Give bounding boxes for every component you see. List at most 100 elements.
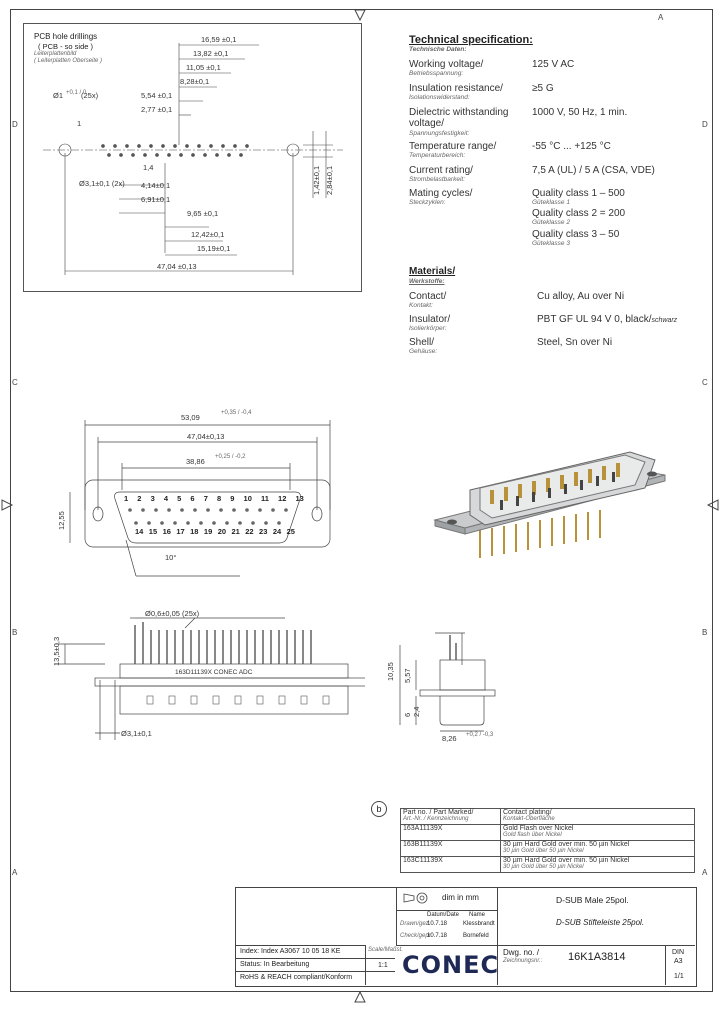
- side-mount-diameter: Ø3,1±0,1: [121, 729, 152, 738]
- pcb-subtitle-de: Leiterplattenbild: [34, 51, 77, 57]
- end-dim-h4: 2,4: [412, 707, 421, 717]
- parts-header-plating-label: Contact plating/: [503, 809, 552, 816]
- spec-mating-class-1: Quality class 1 – 500: [532, 188, 625, 199]
- pin-label: 15: [148, 527, 158, 536]
- material-insulator-label-de: Isolierkörper:: [409, 325, 447, 332]
- part-number-b: 163B11139X: [400, 840, 501, 857]
- frame-letter-right-d: D: [702, 120, 708, 129]
- front-view-drawing: 53,09 +0,35 / -0,4 47,04±0,13 38,86 +0,2…: [57, 410, 331, 577]
- side-marking: 163D11139X CONEC ADC: [175, 669, 253, 676]
- spec-mating-label-de: Steckzyklen:: [409, 199, 446, 206]
- parts-header-plating: Contact plating/Kontakt-Oberfläche: [500, 808, 695, 825]
- frame-letter-left-c: C: [12, 378, 18, 387]
- product-description-de: D-SUB Stifteleiste 25pol.: [556, 918, 645, 927]
- pin-label: 11: [260, 494, 269, 503]
- table-row: 163B11139X 30 µm Hard Gold over min. 50 …: [400, 840, 695, 857]
- tb-check-label: Check/gepr.: [400, 933, 433, 939]
- pcb-dim-13: 47,04 ±0,13: [157, 262, 197, 271]
- pcb-drilling-drawing: 16,59 ±0,1 13,82 ±0,1 11,05 ±0,1 8,28±0,…: [43, 35, 343, 275]
- plating-a-text-de: Gold flash über Nickel: [503, 832, 562, 838]
- spec-mating-class-2-de: Güteklasse 2: [532, 219, 570, 226]
- material-insulator-label: Insulator/: [409, 314, 451, 325]
- spec-mating-class-2: Quality class 2 = 200: [532, 208, 626, 219]
- spec-mating-class-1-de: Güteklasse 1: [532, 199, 570, 206]
- revision-marker: b: [371, 801, 387, 817]
- pin-label: 24: [272, 527, 282, 536]
- end-dim-h2: 5,57: [403, 668, 412, 683]
- pcb-mount-hole: Ø3,1±0,1 (2x): [79, 179, 125, 188]
- pin-label: 6: [190, 494, 195, 503]
- pcb-dim-v1: 1,42±0,1: [312, 166, 321, 195]
- pin-label: 12: [278, 494, 287, 503]
- title-block-divider: [365, 945, 366, 985]
- status-field: Status: In Bearbeitung: [240, 961, 309, 968]
- table-row: 163C11139X 30 µm Hard Gold over min. 50 …: [400, 856, 695, 873]
- spec-insulation-label: Insulation resistance/: [409, 83, 503, 94]
- pcb-subtitle-de-2: ( Leiterplatten Oberseite ): [34, 58, 103, 64]
- projection-symbol-icon: [403, 892, 428, 904]
- material-shell-label-de: Gehäuse:: [409, 348, 438, 355]
- end-dim-width: 8,26: [442, 734, 457, 743]
- pcb-hole-tolerance: +0,1 / 0: [66, 90, 87, 96]
- frame-letter-right-c: C: [702, 378, 708, 387]
- part-number-a: 163A11139X: [400, 824, 501, 841]
- materials-title: Materials/: [409, 266, 456, 277]
- frame-letter-left-d: D: [12, 120, 18, 129]
- material-shell-label: Shell/: [409, 337, 435, 348]
- part-number-c: 163C11139X: [400, 856, 501, 873]
- spec-mating-class-3-de: Güteklasse 3: [532, 240, 570, 247]
- drawing-number-label: Dwg. no. /: [503, 948, 540, 957]
- pin-label: 19: [203, 527, 213, 536]
- pin-label: 10: [243, 494, 252, 503]
- pin-label: 17: [176, 527, 185, 536]
- pin-label: 22: [245, 527, 254, 536]
- side-height: 13,5±0,3: [52, 637, 61, 666]
- pin-label: 9: [230, 494, 235, 503]
- tb-drawn-date: 10.7.18: [427, 921, 448, 927]
- front-dim-shell-width: 38,86: [186, 457, 205, 466]
- pin-label: 23: [259, 527, 268, 536]
- pin-label: 18: [190, 527, 199, 536]
- title-block-divider: [396, 945, 695, 946]
- spec-working-voltage-label: Working voltage/: [409, 59, 484, 70]
- pcb-hole-diameter: Ø1: [53, 91, 63, 100]
- plating-c-text: 30 µm Hard Gold over min. 50 µin Nickel: [503, 857, 630, 864]
- pcb-dim-11: 12,42±0,1: [191, 230, 224, 239]
- pcb-dim-5: 5,54 ±0,1: [141, 91, 172, 100]
- pcb-dim-2: 13,82 ±0,1: [193, 49, 228, 58]
- table-row: Part no. / Part Marked/Art.-Nr. / Kennze…: [400, 808, 695, 825]
- frame-letter-right-a: A: [702, 868, 708, 877]
- material-contact-label: Contact/: [409, 291, 447, 302]
- spec-current-value: 7,5 A (UL) / 5 A (CSA, VDE): [532, 165, 655, 176]
- status-value: In Bearbeitung: [263, 961, 310, 968]
- tb-col-date: Datum/Date: [427, 912, 460, 918]
- scale-value: 1:1: [378, 962, 388, 969]
- front-top-pin-numbers: 1 2 3 4 5 6 7 8 9 10 11 12 13: [124, 494, 304, 503]
- parts-header-part-label-de: Art.-Nr. / Kennzeichnung: [403, 816, 469, 822]
- status-label: Status:: [240, 961, 262, 968]
- spec-title: Technical specification:: [409, 34, 533, 46]
- parts-header-part-label: Part no. / Part Marked/: [403, 809, 474, 816]
- frame-letter-left-a: A: [12, 868, 18, 877]
- pin-label: 20: [217, 527, 227, 536]
- plating-c-text-de: 30 µin Gold über 50 µin Nickel: [503, 864, 584, 870]
- pin-label: 4: [163, 494, 169, 503]
- material-shell-value: Steel, Sn over Ni: [537, 337, 613, 348]
- pcb-drilling-panel: [23, 23, 362, 292]
- units-label: dim in mm: [442, 893, 479, 902]
- side-view-drawing: Ø0,6±0,05 (25x) 13,5±0,3 163D11139X CONE…: [52, 609, 365, 740]
- pin-label: 8: [216, 494, 222, 503]
- product-description: D-SUB Male 25pol.: [556, 895, 629, 905]
- spec-dielectric-label: Dielectric withstanding voltage/: [409, 107, 509, 129]
- pcb-title: PCB hole drillings: [34, 32, 98, 41]
- tb-check-name: Bornefeld: [463, 933, 489, 939]
- title-block: [235, 887, 697, 987]
- spec-insulation-label-de: Isolationswiderstand:: [409, 94, 470, 101]
- title-block-divider: [396, 910, 497, 911]
- plating-b-text-de: 30 µin Gold über 50 µin Nickel: [503, 848, 584, 854]
- material-contact-label-de: Kontakt:: [409, 302, 433, 309]
- index-field: Index: Index A3067 10 05 18 KE: [240, 948, 340, 955]
- index-label: Index:: [240, 948, 260, 955]
